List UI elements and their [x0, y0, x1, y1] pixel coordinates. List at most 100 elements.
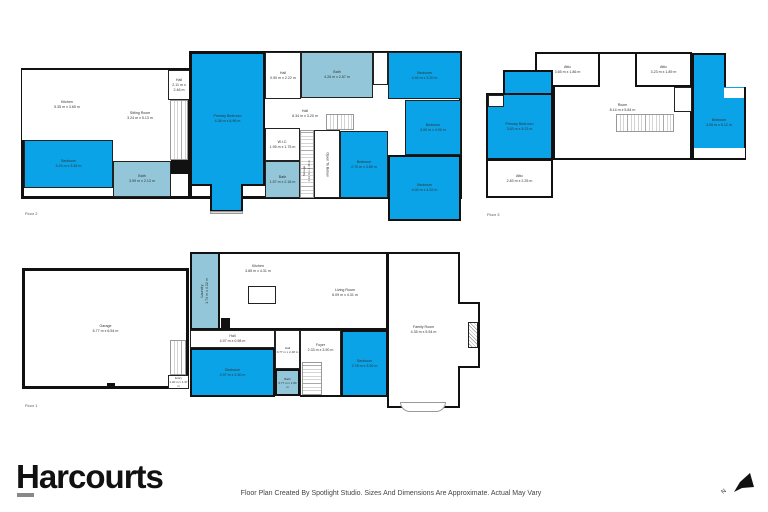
room-dims: 4.94 m x 3.20 m: [411, 75, 438, 80]
brand-logo: Harcourts: [16, 458, 164, 495]
room-name: Bath: [333, 70, 341, 74]
room-dims: 0.77 m x 1.80 m: [278, 380, 297, 389]
room-name: Hall: [284, 345, 291, 350]
room-wic: W.I.C.1.95 m x 1.75 m: [265, 128, 300, 161]
room-dims: 3.99 m x 2.13 m: [129, 179, 155, 183]
room-dims: 2.11 m x 2.46 m: [172, 82, 186, 92]
room-name: Hall: [301, 108, 309, 113]
room-dims: 3.83 m x 5.23 m: [506, 126, 533, 131]
room-name: Sitting Room: [129, 110, 151, 115]
room-name: W.I.C.: [277, 139, 288, 144]
room-label: Open To Below: [325, 152, 330, 176]
room-dims: 3.65 m x 1.86 m: [554, 69, 581, 74]
chimney-block: [171, 160, 190, 174]
bedroom-upper: [692, 53, 726, 93]
staircase: [616, 114, 674, 132]
room-name: Kitchen: [252, 264, 264, 268]
room-dims: 3.24 m x 5.13 m: [127, 115, 153, 120]
floor-label: Floor 1: [25, 403, 38, 408]
floor-label: Floor 3: [487, 212, 500, 217]
room-dims: 2.83 m x 2.25 m: [506, 178, 533, 183]
room-dims: 0.90 m x 2.22 m: [270, 75, 296, 80]
room-dims: 2.78 m x 3.90 m: [351, 363, 378, 368]
room-room-top: [600, 52, 635, 88]
room-label: W.I.C.1.95 m x 1.75 m: [270, 140, 296, 150]
staircase: [170, 340, 186, 375]
room-name: Bath: [278, 174, 287, 179]
room-dims: 3.23 m x 1.89 m: [650, 69, 677, 74]
room-name: Attic: [516, 173, 523, 178]
room-name: Bedroom: [225, 367, 240, 372]
room-name: Living Room: [335, 288, 355, 292]
room-dims: 1.74 m x 4.32 m: [205, 278, 209, 304]
room-dims: 5.24 m x 3.45 m: [55, 164, 82, 168]
room-name: Bedroom: [61, 159, 76, 163]
room-name: Primary Bedroom: [505, 121, 534, 126]
room-name: Bedroom: [425, 122, 441, 127]
room-dims: 2.70 m x 3.80 m: [351, 164, 377, 169]
room-dims: 1.40 m x 1.37 m: [169, 380, 188, 388]
room-dims: 8.34 m x 3.20 m: [292, 113, 318, 118]
room-dims: 4.00 m x 4.02 m: [411, 188, 438, 192]
room-name: Bedroom: [711, 117, 727, 122]
room-name: Garage: [99, 323, 112, 328]
room-name: Open To Below: [325, 151, 330, 177]
room-dims: 0.77 m x 2.18 m: [276, 349, 299, 354]
room-name: Hall: [229, 334, 236, 338]
room-name: Bedroom: [357, 358, 372, 363]
primary-bedroom-bay: [210, 184, 243, 212]
kitchen-living-area: [220, 252, 388, 330]
room-dims: 1.95 m x 1.75 m: [269, 144, 296, 149]
room-dims: 5.35 m x 3.65 m: [54, 105, 80, 109]
staircase: [326, 114, 354, 130]
room-dims: 6.09 m x 4.31 m: [332, 293, 358, 297]
room-name: Hall: [175, 77, 183, 82]
room-name: Bedroom: [417, 70, 432, 75]
closet: [674, 87, 692, 112]
bedroom-strip: [694, 148, 745, 158]
room-name: Hall: [279, 70, 287, 75]
room-name: Bedroom: [356, 159, 372, 164]
fireplace: [468, 322, 478, 348]
staircase: [170, 100, 188, 160]
staircase: [300, 130, 314, 198]
room-dims: 6.77 m x 6.54 m: [92, 328, 119, 333]
brand-logo-bar: [17, 493, 34, 497]
room-dims: 4.97 m x 0.98 m: [219, 339, 246, 343]
room-dims: 3.85 m x 4.31 m: [245, 269, 271, 273]
chimney-block: [221, 318, 230, 329]
